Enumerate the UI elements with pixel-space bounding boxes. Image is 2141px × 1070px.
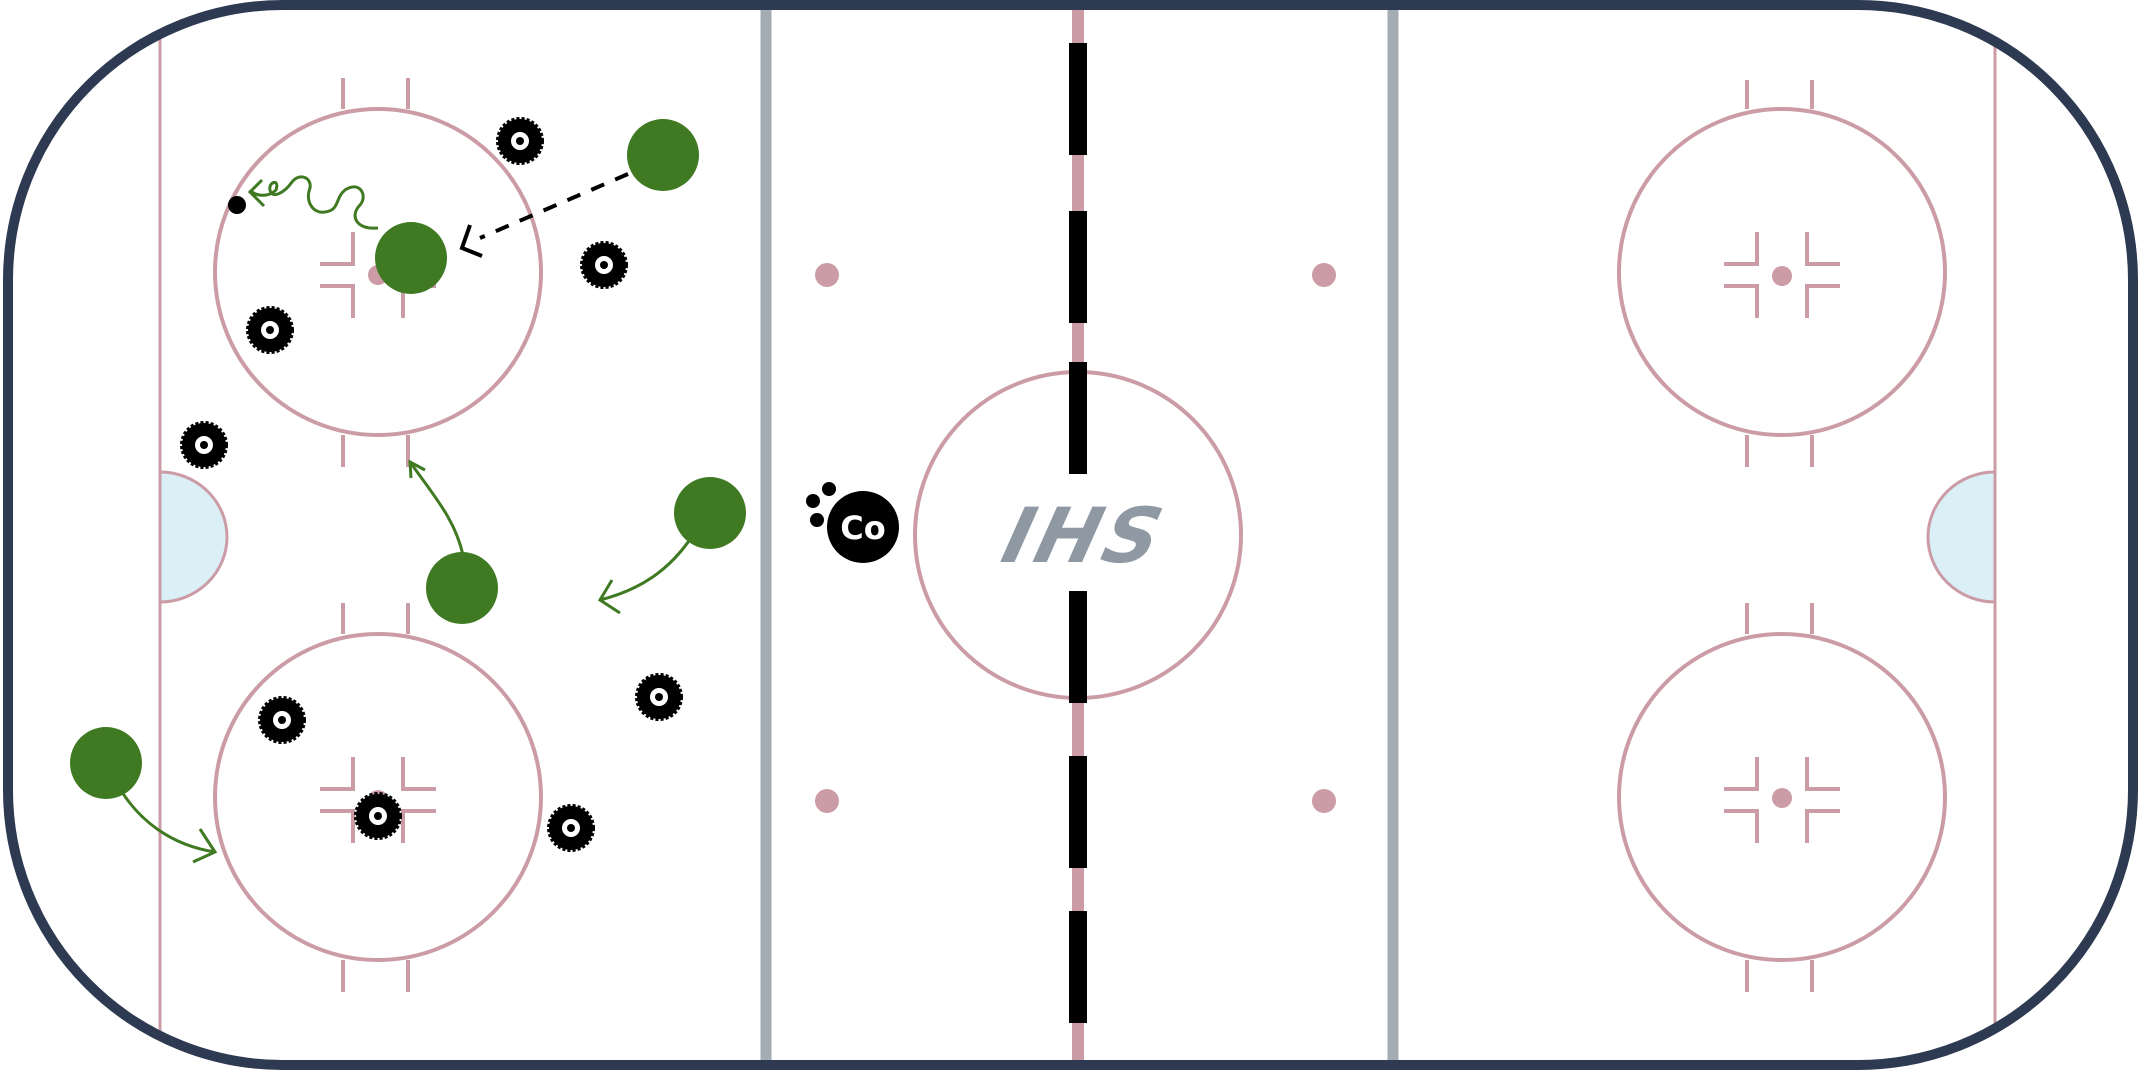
cone-icon[interactable] — [635, 673, 683, 721]
right-goal-crease — [1926, 470, 1997, 604]
skate-path-arrow — [597, 534, 695, 615]
cone-icon[interactable] — [580, 241, 628, 289]
cone-icon[interactable] — [496, 117, 544, 165]
cone-icon[interactable] — [354, 792, 402, 840]
puck-icon[interactable] — [228, 196, 246, 214]
faceoff-circle-top-right — [1617, 80, 1947, 467]
cone-icon[interactable] — [258, 696, 306, 744]
left-goal-crease — [158, 470, 229, 604]
skate-path-arrow — [120, 791, 218, 864]
faceoff-circle-top-left — [213, 78, 543, 467]
player-circle[interactable] — [70, 727, 142, 799]
rink-boards — [3, 0, 2138, 1070]
coach-marker[interactable]: Co — [827, 491, 899, 563]
player-circle[interactable] — [674, 477, 746, 549]
neutral-dot-bottom-left — [815, 789, 839, 813]
center-line-dashes — [1069, 43, 1087, 1023]
pass-dashed-arrow — [459, 172, 629, 258]
player-circle[interactable] — [375, 222, 447, 294]
player-circle[interactable] — [426, 552, 498, 624]
cone-icon[interactable] — [180, 421, 228, 469]
cone-icon[interactable] — [246, 306, 294, 354]
hash-marks-top-right — [1724, 232, 1840, 318]
faceoff-dot-bottom-right — [1772, 788, 1792, 808]
player-circle[interactable] — [627, 119, 699, 191]
hash-marks-bottom-right — [1724, 757, 1840, 843]
hash-marks-bottom-left — [320, 757, 436, 843]
faceoff-circle-bottom-right — [1617, 603, 1947, 992]
cone-icon[interactable] — [547, 804, 595, 852]
neutral-dot-top-right — [1312, 263, 1336, 287]
neutral-dot-bottom-right — [1312, 789, 1336, 813]
ihs-logo: IHS — [994, 492, 1175, 581]
puck-pile-icon — [806, 482, 836, 527]
neutral-dot-top-left — [815, 263, 839, 287]
faceoff-dot-top-right — [1772, 266, 1792, 286]
skate-path-arrow — [408, 459, 465, 556]
faceoff-circle-bottom-left — [213, 603, 543, 992]
stickhandle-wavy-arrow — [247, 175, 379, 230]
coach-label: Co — [840, 509, 885, 547]
